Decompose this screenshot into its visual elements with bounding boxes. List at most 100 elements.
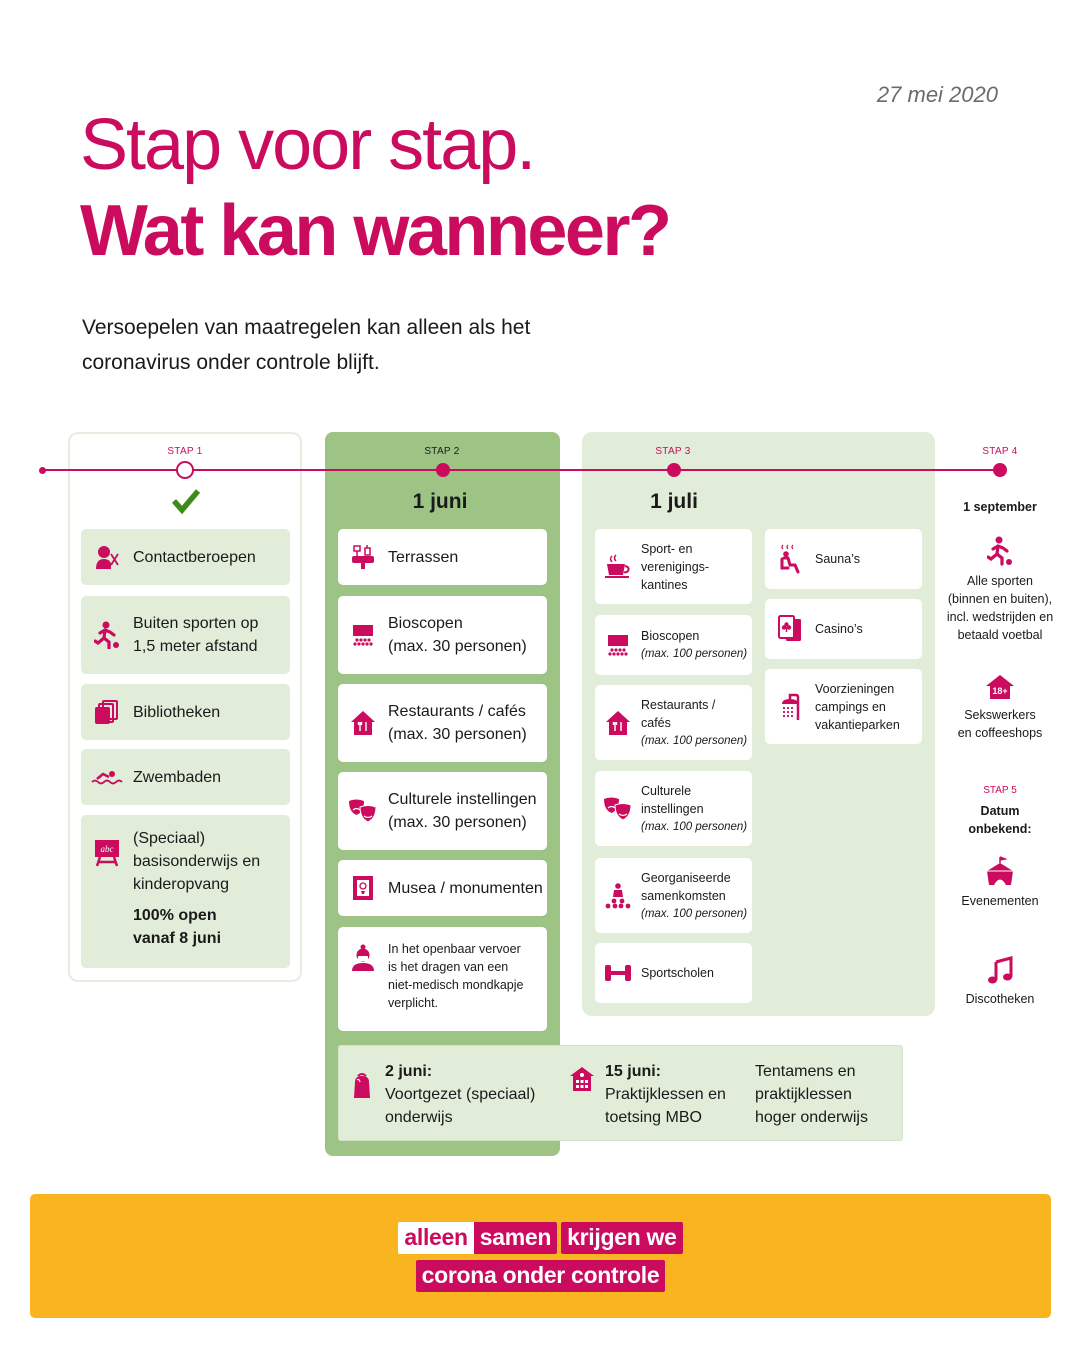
svg-text:abc: abc (101, 844, 114, 854)
sauna-icon (765, 544, 815, 574)
stap3-node (667, 463, 681, 477)
shower-icon (765, 693, 815, 721)
stap3-item-bioscopen: Bioscopen(max. 100 personen) (595, 615, 752, 675)
stap2-item-culturele-instellingen: Culturele instellingen(max. 30 personen) (338, 772, 547, 850)
restaurant-icon (595, 710, 641, 736)
education-strip: 2 juni: Voortgezet (speciaal) onderwijs … (338, 1045, 903, 1141)
stap1-label: STAP 1 (167, 446, 203, 457)
item-label: In het openbaar vervoer is het dragen va… (388, 942, 524, 1010)
slogan-word-alleen: alleen (398, 1222, 474, 1254)
slogan-banner: alleen samen krijgen we corona onder con… (30, 1194, 1051, 1318)
item-label: Bioscopen(max. 30 personen) (388, 615, 527, 655)
stap3-item-sportscholen: Sportscholen (595, 943, 752, 1003)
item-label: Casino’s (815, 622, 863, 636)
stap4-label: STAP 4 (982, 446, 1018, 457)
slogan-word-samen: samen (473, 1222, 558, 1254)
cinema-icon (595, 634, 641, 656)
item-label: Restaurants /cafés(max. 100 personen) (641, 697, 748, 747)
stap4-item-alle-sporten: Alle sporten (binnen en buiten), incl. w… (940, 536, 1060, 644)
gathering-icon (595, 882, 641, 909)
slogan-line-2: corona onder controle (30, 1260, 1051, 1292)
item-label: Culturele instellingen(max. 30 personen) (388, 791, 537, 831)
education-text: 15 juni: Praktijklessen en toetsing MBO (605, 1063, 726, 1126)
stap1-item-basisonderwijs: abc (Speciaal) basisonderwijs en kindero… (81, 815, 290, 968)
stap5-item-discotheken: Discotheken (940, 956, 1060, 1008)
intro-line-1: Versoepelen van maatregelen kan alleen a… (82, 316, 531, 339)
playing-card-icon (765, 615, 815, 643)
stap2-item-bioscopen: Bioscopen(max. 30 personen) (338, 596, 547, 674)
intro-text: Versoepelen van maatregelen kan alleen a… (82, 310, 602, 380)
stap1-item-bibliotheken: Bibliotheken (81, 684, 290, 740)
stap4-date: 1 september (963, 500, 1037, 514)
item-label: (Speciaal) basisonderwijs en kinderopvan… (133, 827, 260, 950)
education-item-voortgezet: 2 juni: Voortgezet (speciaal) onderwijs (347, 1060, 535, 1129)
slogan-word-krijgen-we: krijgen we (561, 1222, 683, 1254)
soccer-player-icon (940, 536, 1060, 566)
stap5-item-evenementen: Evenementen (940, 856, 1060, 910)
item-label: Zwembaden (133, 768, 222, 786)
stap2-item-mondkapje: In het openbaar vervoer is het dragen va… (338, 927, 547, 1031)
stap3-item-saunas: Sauna’s (765, 529, 922, 589)
stap4-node (993, 463, 1007, 477)
slogan-corona-onder-controle: corona onder controle (415, 1260, 666, 1292)
stap5-label: STAP 5 (983, 785, 1017, 796)
item-label: Terrassen (388, 548, 459, 566)
stap3-item-restaurants: Restaurants /cafés(max. 100 personen) (595, 685, 752, 760)
timeline-start-dot (39, 467, 46, 474)
timeline-line (42, 469, 1002, 471)
education-text: 2 juni: Voortgezet (speciaal) onderwijs (385, 1063, 536, 1126)
adult-18-plus-icon: 18+ (940, 674, 1060, 700)
stap2-date: 1 juni (412, 490, 468, 513)
stap3-label: STAP 3 (655, 446, 691, 457)
item-label: Sportscholen (641, 966, 714, 980)
backpack-icon (347, 1072, 377, 1129)
stap2-item-restaurants: Restaurants / cafés(max. 30 personen) (338, 684, 547, 762)
stap3-date: 1 juli (650, 490, 698, 513)
stap2-item-terrassen: Terrassen (338, 529, 547, 585)
checkmark-icon (172, 489, 200, 515)
item-label: Bioscopen(max. 100 personen) (641, 629, 748, 660)
item-label: Restaurants / cafés(max. 30 personen) (388, 703, 527, 743)
runner-icon (81, 621, 133, 649)
museum-frame-icon (338, 875, 388, 901)
cinema-icon (338, 624, 388, 646)
school-building-icon (567, 1066, 597, 1129)
face-mask-icon (338, 944, 388, 972)
stap2-node (436, 463, 450, 477)
intro-line-2: coronavirus onder controle blijft. (82, 351, 380, 374)
hairdresser-icon (81, 544, 133, 570)
stap5-date: Datum onbekend: (968, 804, 1032, 836)
page-title-line-2: Wat kan wanneer? (80, 191, 672, 271)
svg-text:18+: 18+ (992, 686, 1007, 696)
stap4-item-sekswerkers: 18+ Sekswerkers en coffeeshops (940, 674, 1060, 742)
books-icon (81, 699, 133, 725)
coffee-cup-icon (595, 553, 641, 580)
stap1-node (176, 461, 194, 479)
publication-date: 27 mei 2020 (876, 82, 998, 107)
circus-tent-icon (940, 856, 1060, 886)
stap3-item-casinos: Casino’s (765, 599, 922, 659)
stap1-item-contactberoepen: Contactberoepen (81, 529, 290, 585)
item-label: Bibliotheken (133, 703, 221, 721)
blackboard-icon: abc (81, 839, 133, 867)
education-text: Tentamens en praktijklessen hoger onderw… (755, 1063, 868, 1126)
stap1-item-zwembaden: Zwembaden (81, 749, 290, 805)
item-label: Musea / monumenten (388, 879, 543, 897)
education-item-mbo: 15 juni: Praktijklessen en toetsing MBO (567, 1060, 726, 1129)
page-title-line-1: Stap voor stap. (80, 105, 536, 185)
slogan-chip-group: alleen samen (398, 1222, 558, 1254)
item-label: Sauna’s (815, 552, 860, 566)
swimmer-icon (81, 769, 133, 785)
dumbbell-icon (595, 964, 641, 982)
restaurant-icon (338, 710, 388, 736)
item-label: Contactberoepen (133, 548, 256, 566)
